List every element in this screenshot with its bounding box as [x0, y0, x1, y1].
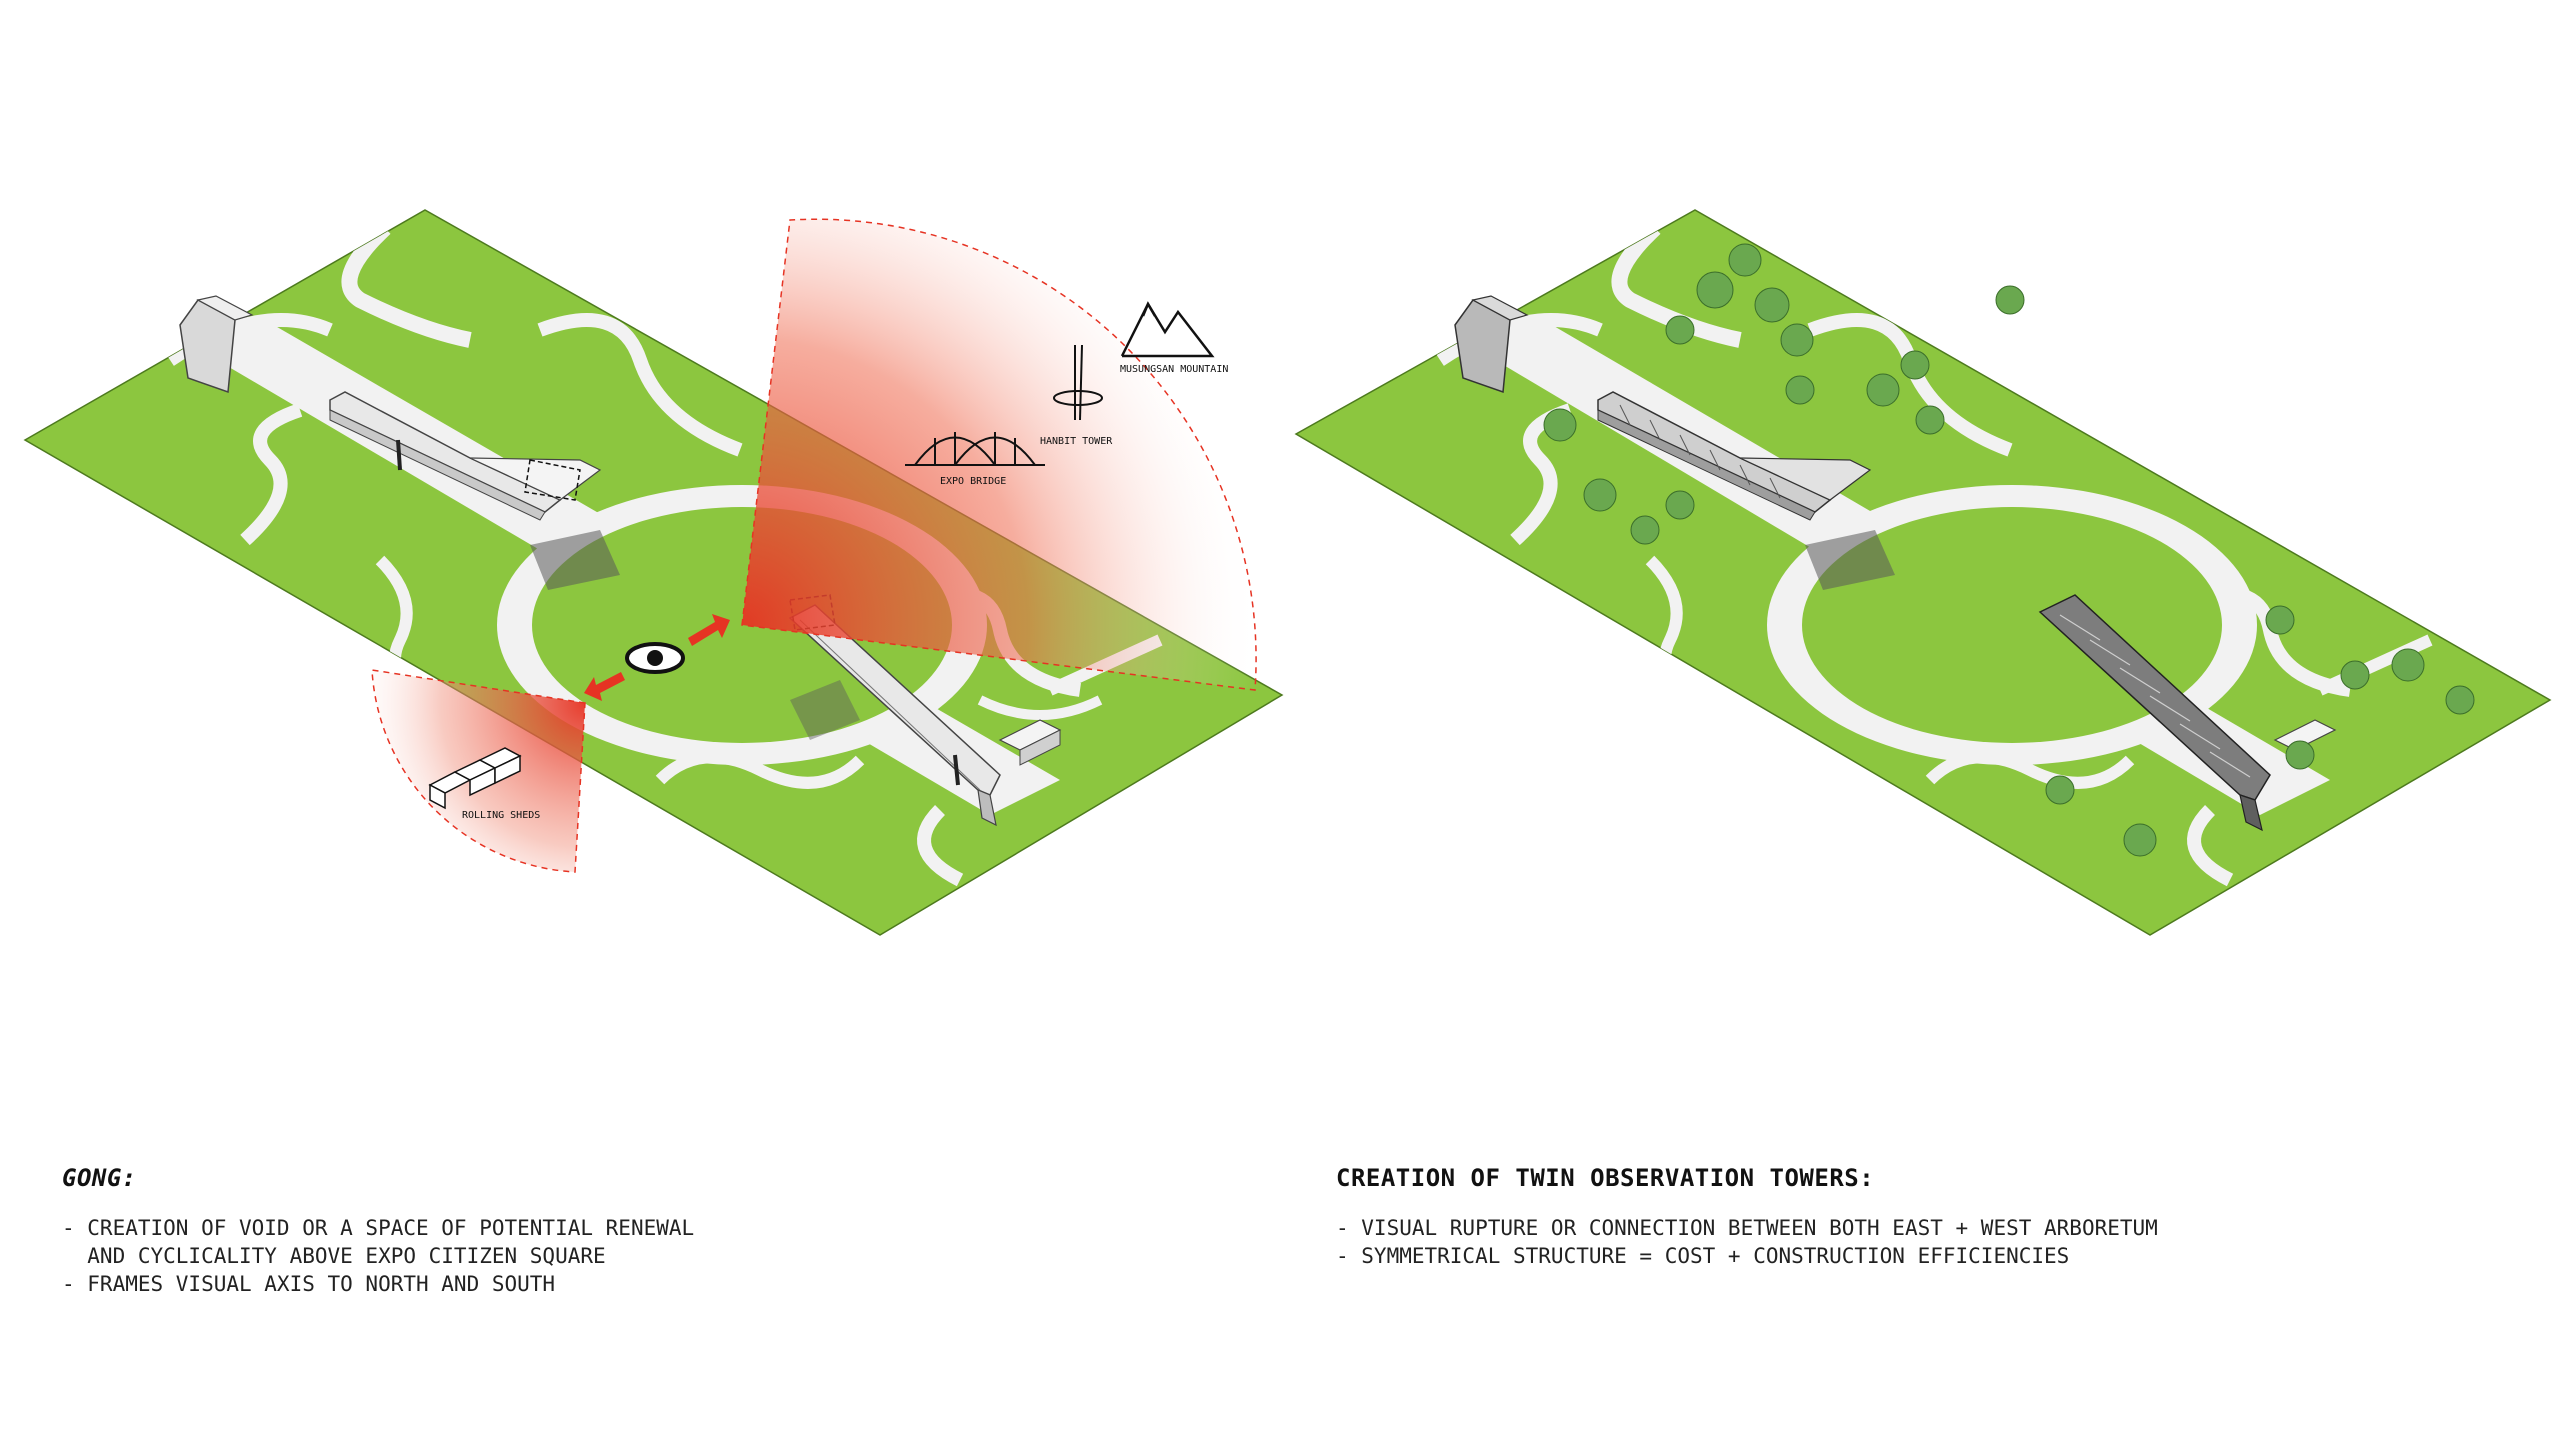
- right-curved-path: [2317, 634, 2433, 696]
- caption-left-line: - FRAMES VISUAL AXIS TO NORTH AND SOUTH: [62, 1272, 556, 1296]
- left-curved-path: [240, 403, 303, 546]
- tree: [1543, 408, 1577, 442]
- left-curved-path: [917, 805, 964, 887]
- tree: [1866, 373, 1900, 407]
- right-trees: [1543, 243, 2475, 857]
- tree: [2045, 775, 2075, 805]
- tree: [2445, 685, 2475, 715]
- caption-right-line: - VISUAL RUPTURE OR CONNECTION BETWEEN B…: [1336, 1216, 2158, 1240]
- tree: [2123, 823, 2157, 857]
- left-curved-path: [341, 222, 472, 348]
- tree: [1630, 515, 1660, 545]
- left-curved-path: [977, 695, 1103, 720]
- mountain-icon: [1120, 301, 1215, 358]
- caption-right: CREATION OF TWIN OBSERVATION TOWERS: - V…: [1336, 1164, 2486, 1270]
- rolling-sheds-label: ROLLING SHEDS: [462, 810, 540, 821]
- right-curved-path: [2187, 805, 2234, 887]
- caption-left: GONG: - CREATION OF VOID OR A SPACE OF P…: [62, 1164, 1162, 1298]
- tree: [1665, 315, 1695, 345]
- left-north-tower: [179, 295, 602, 521]
- tree: [1728, 243, 1762, 277]
- left-curved-path: [655, 751, 865, 789]
- tree: [1915, 405, 1945, 435]
- tree: [1665, 490, 1695, 520]
- caption-right-heading: CREATION OF TWIN OBSERVATION TOWERS:: [1336, 1164, 1875, 1192]
- hanbit-tower-label: HANBIT TOWER: [1040, 436, 1113, 447]
- rolling-sheds-icon: [428, 747, 522, 810]
- tree: [1696, 271, 1734, 309]
- expo-bridge-label: EXPO BRIDGE: [940, 476, 1006, 487]
- right-site-plan: [1294, 209, 2552, 936]
- expo-bridge-icon: [905, 432, 1045, 466]
- tree: [1900, 350, 1930, 380]
- right-curved-path: [1611, 222, 1742, 348]
- caption-left-line: - CREATION OF VOID OR A SPACE OF POTENTI…: [62, 1216, 695, 1240]
- arrow-northeast-icon: [688, 614, 730, 646]
- tree: [2340, 660, 2370, 690]
- tree: [1754, 287, 1790, 323]
- musungsan-mountain-label: MUSUNGSAN MOUNTAIN: [1120, 364, 1228, 375]
- right-north-tower: [1454, 295, 1872, 521]
- right-curved-path: [1925, 751, 2135, 789]
- tree: [2285, 740, 2315, 770]
- left-sheds: [998, 719, 1062, 766]
- caption-left-heading: GONG:: [62, 1164, 137, 1192]
- caption-right-line: - SYMMETRICAL STRUCTURE = COST + CONSTRU…: [1336, 1244, 2070, 1268]
- hanbit-tower-icon: [1053, 344, 1103, 421]
- caption-left-line: AND CYCLICALITY ABOVE EXPO CITIZEN SQUAR…: [62, 1244, 606, 1268]
- tree: [1995, 285, 2025, 315]
- tree: [1583, 478, 1617, 512]
- left-tower-shadow: [530, 530, 620, 590]
- left-site-plan: EXPO BRIDGE HANBIT TOWER MUSUNGSAN MOUNT…: [23, 209, 1284, 936]
- eye-icon: [625, 642, 685, 674]
- tree: [1780, 323, 1814, 357]
- tree: [2391, 648, 2425, 682]
- right-curved-path: [1510, 403, 1573, 546]
- left-tower-shadow: [790, 680, 860, 740]
- right-tower-shadow: [1805, 530, 1895, 590]
- tree: [1785, 375, 1815, 405]
- left-curved-path: [537, 313, 743, 457]
- right-south-tower: [2038, 594, 2337, 832]
- tree: [2265, 605, 2295, 635]
- left-view-fan-north: [741, 218, 1257, 691]
- arrow-southwest-icon: [584, 672, 625, 701]
- right-plaza-lawn: [1802, 507, 2222, 743]
